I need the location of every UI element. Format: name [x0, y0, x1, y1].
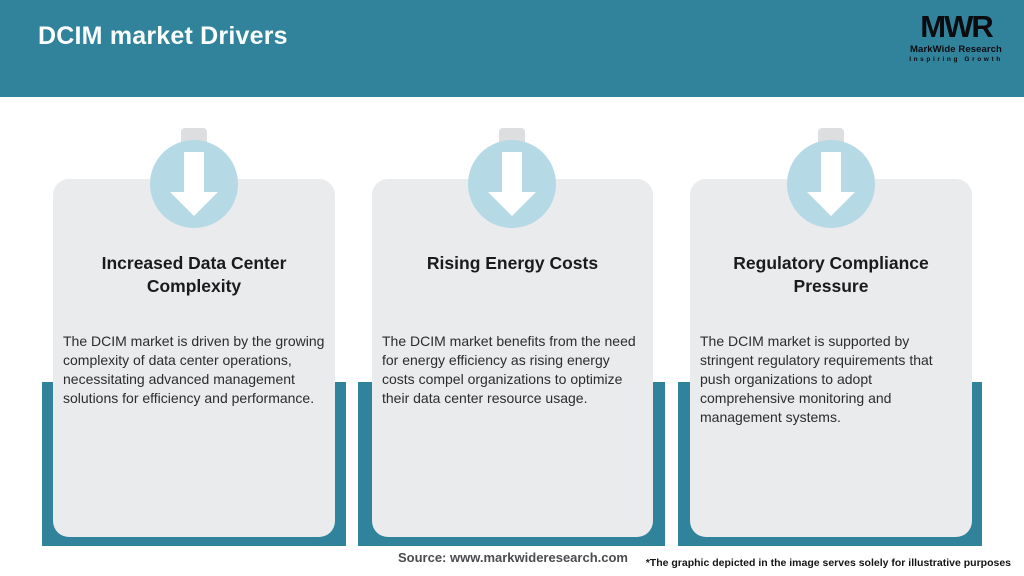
card-title: Regulatory Compliance Pressure — [733, 253, 929, 297]
driver-card-energy-costs: Rising Energy Costs The DCIM market bene… — [372, 179, 653, 537]
card-description: The DCIM market is supported by stringen… — [700, 333, 933, 425]
driver-card-regulatory: Regulatory Compliance Pressure The DCIM … — [690, 179, 972, 537]
disclaimer-text: *The graphic depicted in the image serve… — [645, 557, 1011, 569]
card-description: The DCIM market is driven by the growing… — [63, 333, 325, 406]
header-bar: DCIM market Drivers MWR MarkWide Researc… — [0, 0, 1024, 97]
logo-company-name: MarkWide Research — [910, 44, 1002, 55]
logo-tagline: Inspiring Growth — [909, 55, 1003, 63]
down-arrow-badge — [150, 140, 238, 228]
card-description: The DCIM market benefits from the need f… — [382, 333, 636, 406]
card-title: Rising Energy Costs — [426, 253, 599, 273]
card-title: Increased Data Center Complexity — [101, 253, 287, 297]
down-arrow-icon — [488, 152, 536, 216]
source-text: Source: www.markwideresearch.com — [397, 550, 628, 565]
markwide-logo: MWR MarkWide Research Inspiring Growth — [908, 11, 1004, 63]
down-arrow-badge — [468, 140, 556, 228]
down-arrow-icon — [807, 152, 855, 216]
down-arrow-icon — [170, 152, 218, 216]
mwr-logo-icon: MWR — [920, 9, 993, 44]
down-arrow-badge — [787, 140, 875, 228]
page-title: DCIM market Drivers — [38, 22, 288, 50]
driver-card-complexity: Increased Data Center Complexity The DCI… — [53, 179, 335, 537]
